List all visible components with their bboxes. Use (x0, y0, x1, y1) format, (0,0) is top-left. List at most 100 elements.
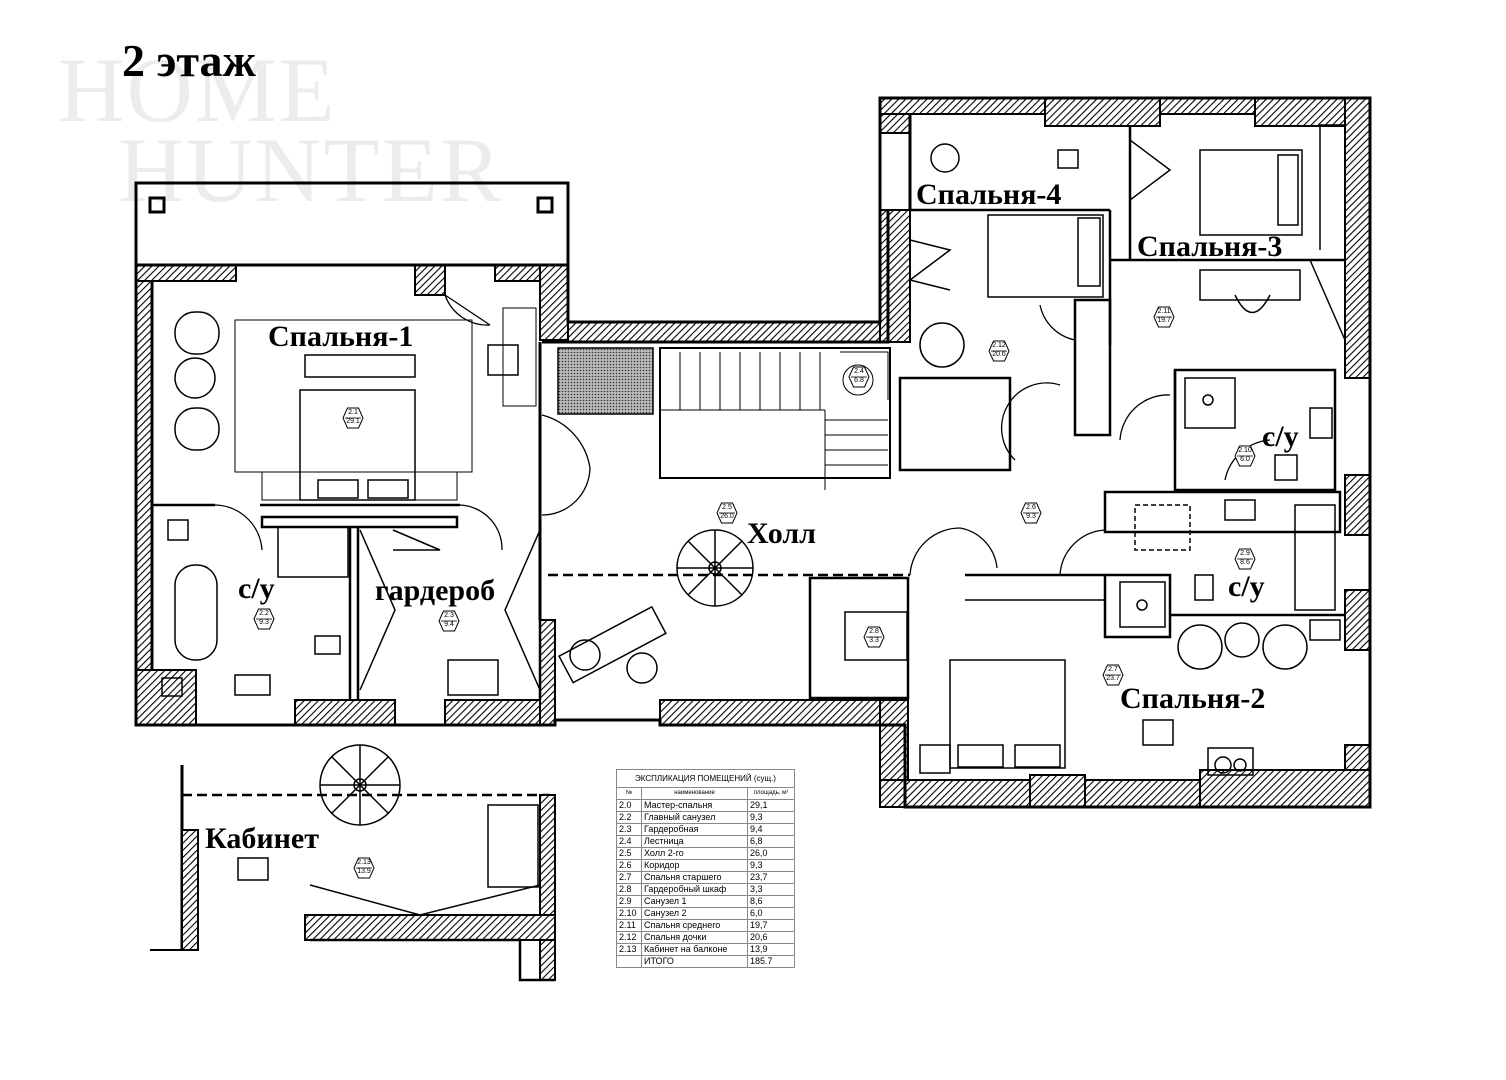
cell-area: 20,6 (747, 931, 795, 944)
room-marker-area: 20.6 (992, 351, 1006, 358)
cell-name: Кабинет на балконе (641, 943, 748, 956)
room-label-bathroom-main: с/у (238, 572, 275, 605)
room-label-wardrobe: гардероб (375, 574, 496, 607)
cell-name: Спальня среднего (641, 919, 748, 932)
room-marker: 2.11 19.7 (1153, 306, 1175, 328)
header-num: № (616, 787, 642, 800)
room-marker-code: 2.2 (259, 610, 269, 617)
door-swings (214, 294, 1271, 576)
room-label-bathroom-1: с/у (1228, 570, 1265, 603)
room-label-hall: Холл (747, 517, 817, 550)
room-marker-code: 2.4 (854, 368, 864, 375)
total-area: 185.7 (747, 955, 795, 968)
cell-name: Санузел 1 (641, 895, 748, 908)
floor-title: 2 этаж (122, 35, 256, 86)
total-label: ИТОГО (641, 955, 748, 968)
room-marker-area: 23.7 (1106, 675, 1120, 682)
room-marker-area: 13.9 (357, 868, 371, 875)
room-label-bedroom-2: Спальня-2 (1120, 682, 1266, 715)
office-block (150, 765, 556, 982)
cell-num: 2.3 (616, 823, 642, 836)
cell-name: Коридор (641, 859, 748, 872)
interior-walls (152, 126, 1345, 700)
cell-area: 9,3 (747, 859, 795, 872)
room-marker-area: 6.0 (1240, 456, 1250, 463)
room-schedule-table: ЭКСПЛИКАЦИЯ ПОМЕЩЕНИЙ (сущ.) № наименова… (616, 769, 795, 968)
cell-area: 26,0 (747, 847, 795, 860)
room-label-bedroom-4: Спальня-4 (916, 178, 1062, 211)
room-marker-area: 3.3 (869, 637, 879, 644)
room-label-office: Кабинет (205, 822, 319, 855)
room-marker-code: 2.1 (348, 409, 358, 416)
room-marker-area: 6.8 (854, 377, 864, 384)
room-marker-area: 8.6 (1240, 559, 1250, 566)
cell-num: 2.7 (616, 871, 642, 884)
cell-area: 19,7 (747, 919, 795, 932)
room-marker-area: 26.0 (720, 513, 734, 520)
room-marker: 2.10 6.0 (1234, 445, 1256, 467)
room-marker-code: 2.5 (722, 504, 732, 511)
cell-num: 2.2 (616, 811, 642, 824)
room-schedule-caption: ЭКСПЛИКАЦИЯ ПОМЕЩЕНИЙ (сущ.) (616, 769, 795, 787)
room-marker-area: 19.7 (1157, 317, 1171, 324)
room-marker-code: 2.6 (1026, 504, 1036, 511)
cell-name: Гардеробный шкаф (641, 883, 748, 896)
cell-num: 2.0 (616, 799, 642, 812)
room-marker-code: 2.13 (357, 859, 371, 866)
room-marker-code: 2.10 (1238, 447, 1252, 454)
cell-num: 2.8 (616, 883, 642, 896)
cell-num: 2.5 (616, 847, 642, 860)
total-num (616, 955, 642, 968)
room-marker-code: 2.3 (444, 612, 454, 619)
cell-name: Главный санузел (641, 811, 748, 824)
cell-area: 6,0 (747, 907, 795, 920)
cell-name: Спальня старшего (641, 871, 748, 884)
room-marker-code: 2.11 (1157, 308, 1171, 315)
room-marker: 2.13 13.9 (353, 857, 375, 879)
cell-name: Мастер-спальня (641, 799, 748, 812)
room-marker: 2.12 20.6 (988, 340, 1010, 362)
cell-area: 29,1 (747, 799, 795, 812)
cell-num: 2.9 (616, 895, 642, 908)
cell-area: 3,3 (747, 883, 795, 896)
watermark-line-1: HOME (58, 39, 337, 141)
room-marker-area: 9.4 (444, 621, 454, 628)
header-name: наименование (641, 787, 748, 800)
watermark-logo: HOME HUNTER (58, 39, 503, 216)
furniture (161, 124, 1346, 916)
cell-name: Гардеробная (641, 823, 748, 836)
cell-num: 2.13 (616, 943, 642, 956)
stair-treads (660, 351, 889, 490)
room-marker-code: 2.12 (992, 342, 1006, 349)
table-header-row: № наименование площадь, м² (616, 787, 795, 800)
cell-name: Холл 2-го (641, 847, 748, 860)
spiral-stair (319, 529, 754, 826)
room-marker-area: 9.3 (1026, 513, 1036, 520)
cell-area: 6,8 (747, 835, 795, 848)
room-marker: 2.5 26.0 (716, 502, 738, 524)
room-marker-area: 9.3 (259, 619, 269, 626)
room-marker-code: 2.8 (869, 628, 879, 635)
cell-area: 9,4 (747, 823, 795, 836)
cell-num: 2.10 (616, 907, 642, 920)
